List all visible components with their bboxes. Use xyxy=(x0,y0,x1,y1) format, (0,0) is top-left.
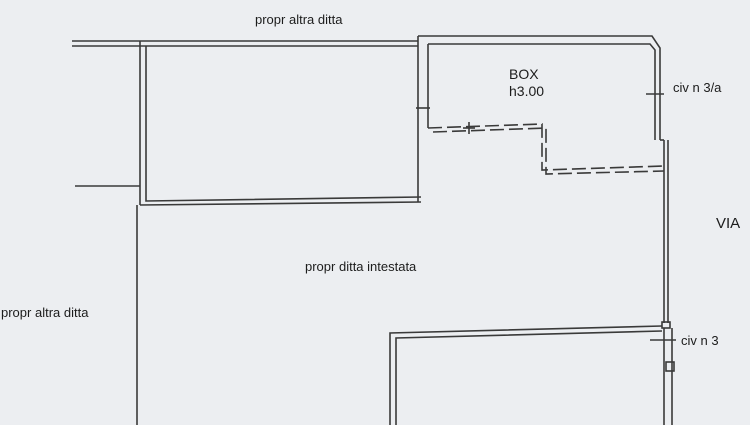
label-civ-3a: civ n 3/a xyxy=(673,80,722,95)
label-box: BOX h3.00 xyxy=(509,66,544,100)
label-main-property: propr ditta intestata xyxy=(305,259,417,274)
label-left-neighbor: propr altra ditta xyxy=(1,305,89,320)
label-civ-3: civ n 3 xyxy=(681,333,719,348)
box-height: h3.00 xyxy=(509,83,545,99)
label-top-neighbor: propr altra ditta xyxy=(255,12,343,27)
box-title: BOX xyxy=(509,66,539,82)
box-door-dashed xyxy=(427,123,665,175)
label-via: VIA xyxy=(716,215,741,232)
inner-room-walls xyxy=(389,325,663,425)
